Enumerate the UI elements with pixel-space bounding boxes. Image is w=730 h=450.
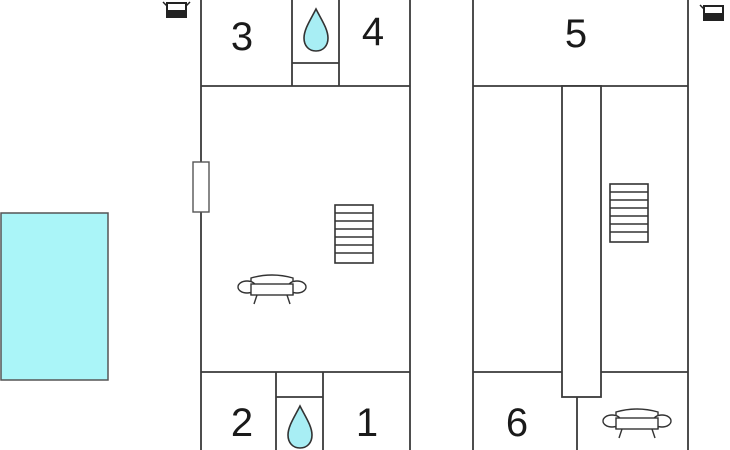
sofa-icon [237,274,307,305]
right-building [472,0,689,450]
room-2-label: 2 [231,401,253,445]
room-5-label: 5 [565,12,587,56]
compass-icon [162,1,191,18]
swimming-pool [0,212,109,381]
left-building [200,0,411,450]
room-4-label: 4 [362,10,384,54]
room-3-label: 3 [231,15,253,59]
room-6-label: 6 [506,401,528,445]
water-drop-icon [303,8,329,52]
water-drop-icon [287,405,313,449]
stairs-icon [334,204,374,264]
window [192,161,210,213]
compass-icon [699,4,724,21]
room-1-label: 1 [356,401,378,445]
sofa-icon [602,408,672,439]
stairs-icon [609,183,649,243]
